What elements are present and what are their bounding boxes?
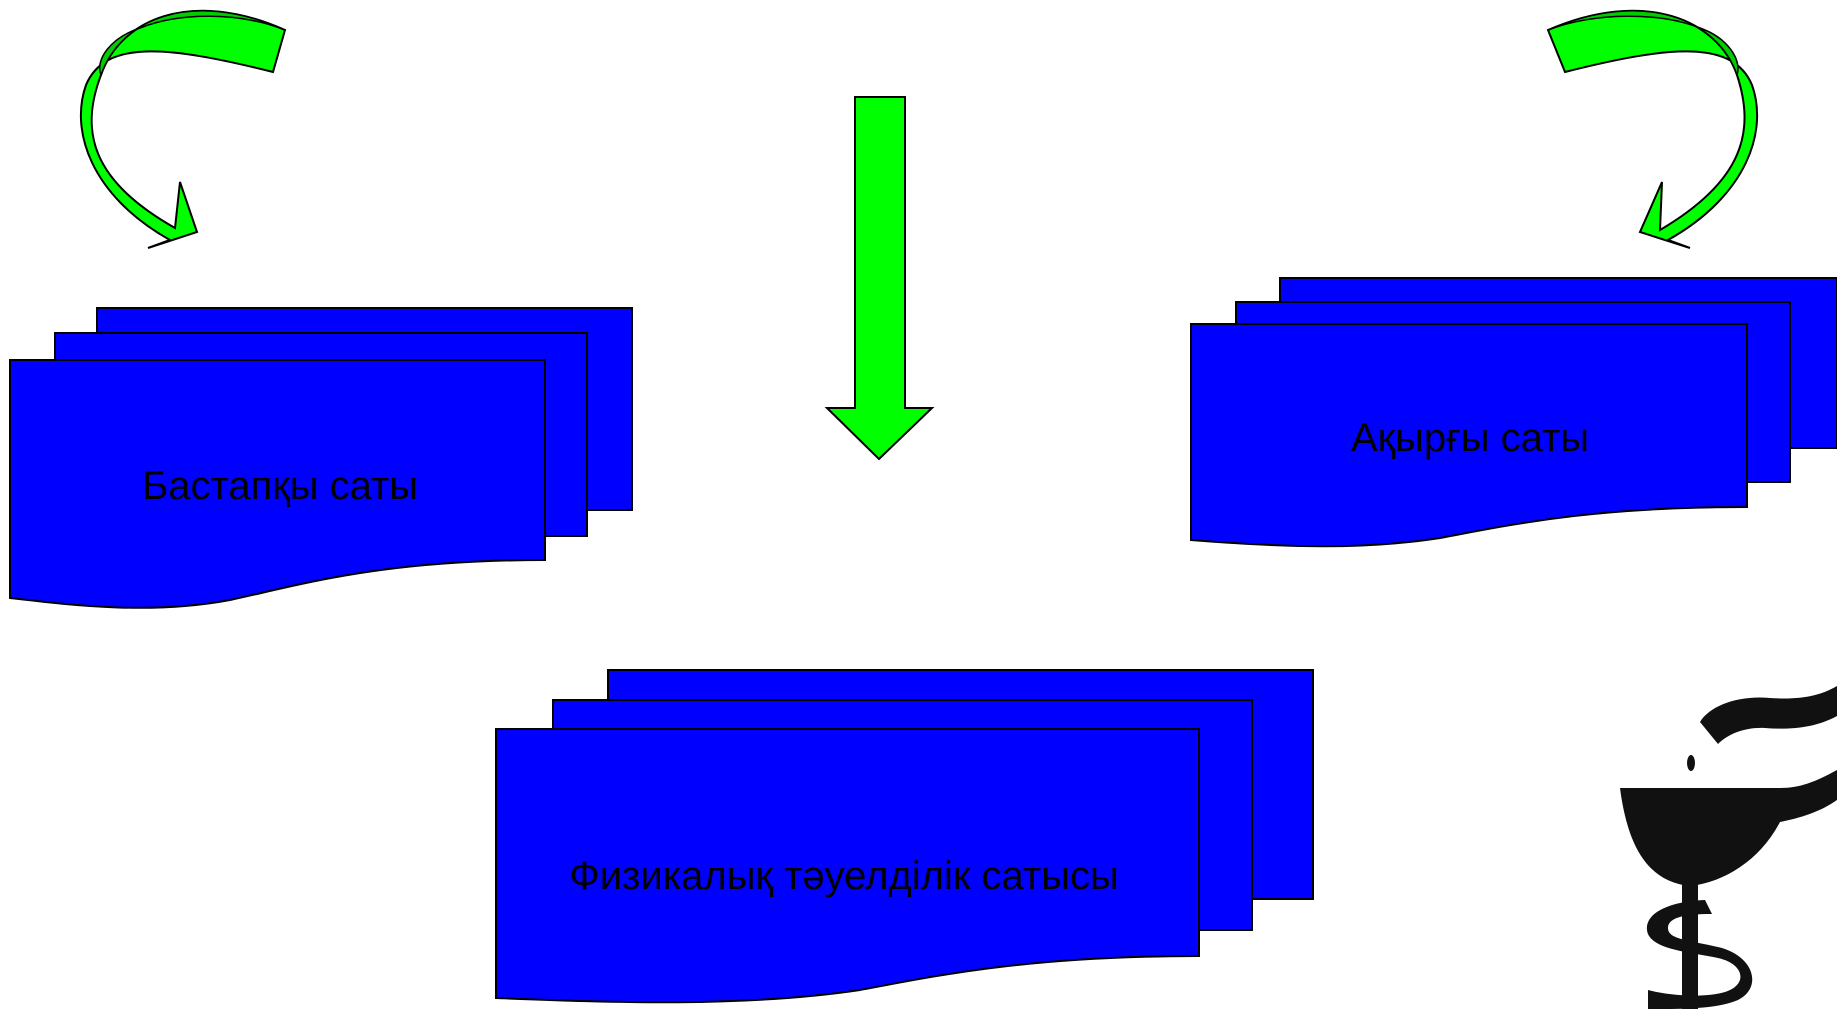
down-arrow-icon	[824, 96, 935, 461]
initial-stage-label: Бастапқы саты	[142, 464, 418, 508]
final-stage-label: Ақырғы саты	[1351, 416, 1589, 460]
physical-dependence-document-stack: Физикалық тәуелділік сатысы	[495, 669, 1314, 1004]
curved-arrow-left-icon	[79, 9, 287, 249]
document-front	[495, 728, 1200, 1004]
final-stage-document-stack: Ақырғы саты	[1190, 277, 1837, 548]
document-front	[9, 359, 546, 609]
initial-stage-document-stack: Бастапқы саты	[9, 307, 633, 609]
document-front	[1190, 323, 1748, 548]
bowl-of-hygieia-icon	[1620, 686, 1837, 1009]
curved-arrow-right-icon	[1546, 9, 1759, 249]
physical-dependence-stage-label: Физикалық тәуелділік сатысы	[569, 854, 1118, 898]
